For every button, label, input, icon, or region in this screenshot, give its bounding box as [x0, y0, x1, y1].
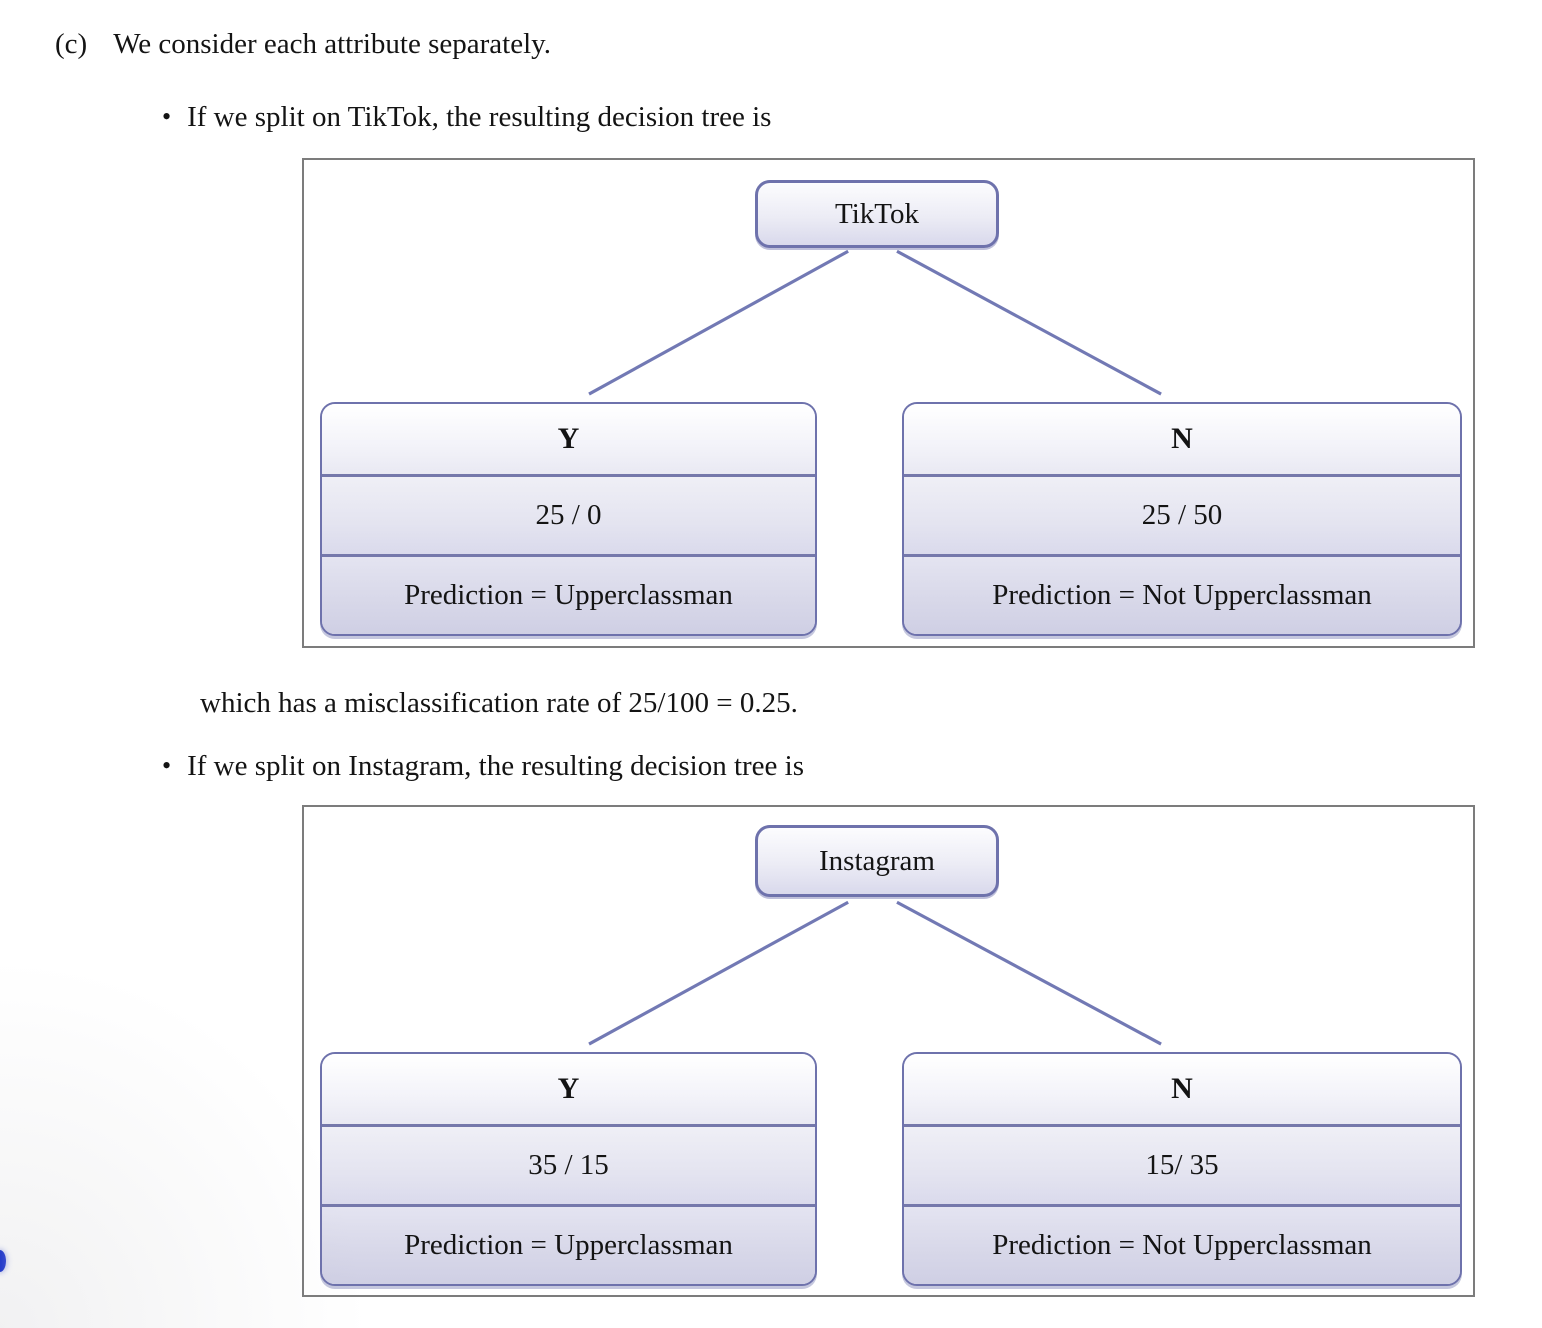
tree-leaf-no: N 15/ 35 Prediction = Not Upperclassman: [902, 1052, 1462, 1286]
misclassification-text: which has a misclassification rate of 25…: [200, 687, 798, 719]
blue-dot-artifact: [0, 1250, 6, 1272]
tree-leaf-no: N 25 / 50 Prediction = Not Upperclassman: [902, 402, 1462, 636]
leaf-branch-label: N: [904, 404, 1460, 474]
leaf-prediction: Prediction = Upperclassman: [322, 1204, 815, 1284]
edge-right-branch: [896, 900, 1162, 1046]
edge-right-branch: [896, 249, 1162, 396]
instagram-tree-figure: Instagram Y 35 / 15 Prediction = Uppercl…: [302, 805, 1475, 1297]
bullet-text-tiktok: If we split on TikTok, the resulting dec…: [187, 101, 772, 133]
tree-root-node: Instagram: [755, 825, 999, 897]
edge-left-branch: [588, 249, 849, 396]
bullet-icon: •: [162, 102, 172, 131]
leaf-prediction: Prediction = Not Upperclassman: [904, 554, 1460, 634]
root-label: Instagram: [819, 844, 935, 877]
leaf-prediction: Prediction = Upperclassman: [322, 554, 815, 634]
leaf-branch-label: Y: [322, 1054, 815, 1124]
leaf-branch-label: N: [904, 1054, 1460, 1124]
edge-left-branch: [588, 900, 849, 1046]
intro-text: We consider each attribute separately.: [113, 28, 552, 60]
bullet-item-tiktok: • If we split on TikTok, the resulting d…: [162, 99, 771, 135]
bullet-text-instagram: If we split on Instagram, the resulting …: [187, 750, 805, 782]
leaf-counts: 15/ 35: [904, 1123, 1460, 1205]
leaf-counts: 25 / 50: [904, 473, 1460, 555]
leaf-branch-label: Y: [322, 404, 815, 474]
root-label: TikTok: [835, 197, 919, 230]
tree-edges: [588, 900, 1162, 1046]
leaf-counts: 25 / 0: [322, 473, 815, 555]
tree-edges: [588, 249, 1162, 396]
item-label: (c): [55, 28, 88, 60]
tree-leaf-yes: Y 25 / 0 Prediction = Upperclassman: [320, 402, 817, 636]
leaf-counts: 35 / 15: [322, 1123, 815, 1205]
leaf-prediction: Prediction = Not Upperclassman: [904, 1204, 1460, 1284]
intro-line: (c) We consider each attribute separatel…: [55, 26, 551, 62]
tiktok-tree-figure: TikTok Y 25 / 0 Prediction = Upperclassm…: [302, 158, 1475, 648]
tree-leaf-yes: Y 35 / 15 Prediction = Upperclassman: [320, 1052, 817, 1286]
bullet-item-instagram: • If we split on Instagram, the resultin…: [162, 748, 804, 784]
bullet-icon: •: [162, 751, 172, 780]
tree-root-node: TikTok: [755, 180, 999, 248]
